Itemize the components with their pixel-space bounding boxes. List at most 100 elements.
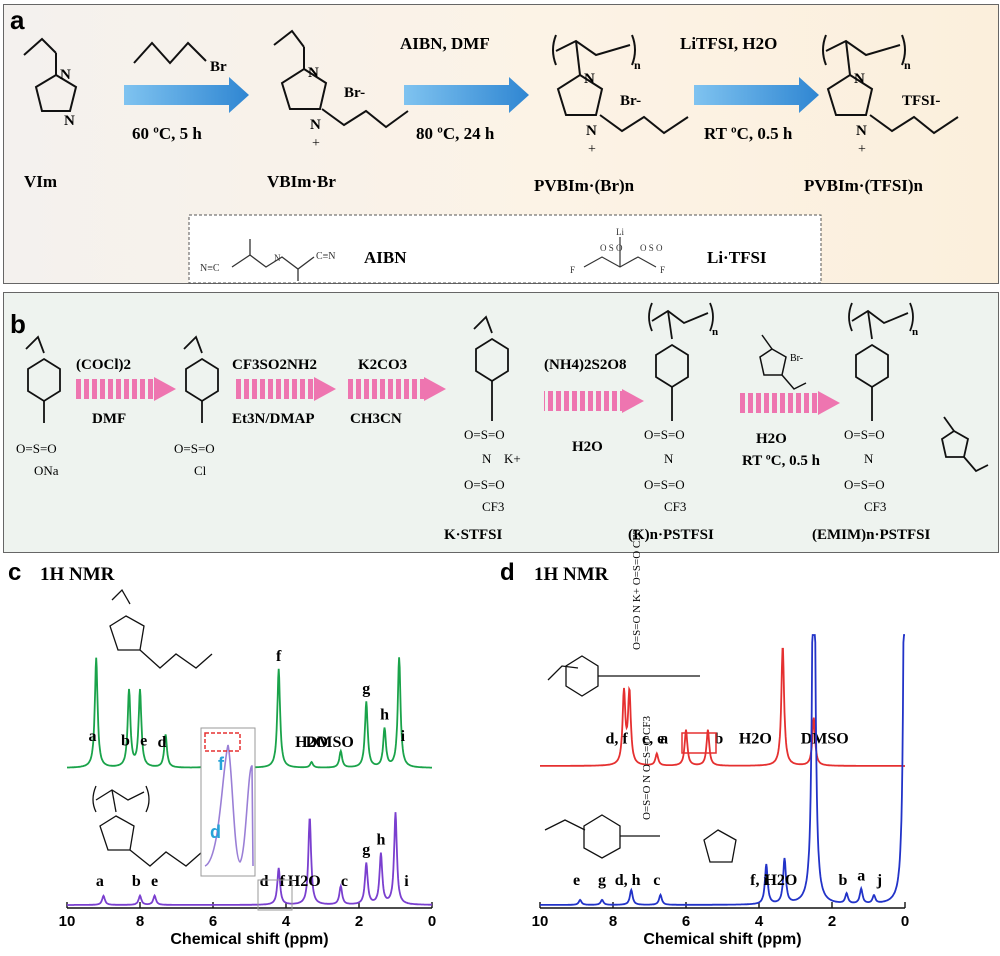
svg-text:N: N [274,253,281,263]
peak-label: j [876,872,882,889]
step2-bottom: 80 ºC, 24 h [416,124,495,143]
svg-text:O=S=O: O=S=O [644,427,685,442]
svg-text:Br-: Br- [790,353,803,364]
arrow-step1 [124,77,249,113]
svg-text:+: + [312,136,320,151]
svg-text:n: n [912,326,918,338]
k-counter: K+ [504,451,521,466]
peak-label: d, f [606,731,629,748]
peak-label: i [404,873,409,890]
ss-na-structure [25,335,61,423]
x-tick-label: 2 [828,913,836,930]
x-tick-label: 8 [609,913,617,930]
svg-text:N: N [64,113,75,129]
svg-text:N: N [664,451,674,466]
panel-a-scheme: a NN VIm Br 60 ºC, 5 h NN + Br- VBIm·Br … [10,5,959,284]
svg-text:O=S=O: O=S=O [844,427,885,442]
bstep2-top: CF3SO2NH2 [232,357,317,373]
arrow-step2 [404,77,529,113]
counterion-1: Br- [344,85,365,101]
step3-bottom: RT ºC, 0.5 h [704,124,793,143]
peak-label: d, h [615,872,641,889]
peak-label: b [121,733,130,750]
peak-label: h [376,832,385,849]
arrow-bstep2 [314,377,336,401]
peak-label: c, e [642,731,664,748]
svg-text:O S O: O S O [600,243,623,253]
panel-label-a: a [10,5,25,35]
x-tick-label: 4 [282,913,291,930]
spectrum-line-1 [540,647,905,767]
svg-text:Li: Li [616,227,624,237]
peak-label: f [276,648,282,665]
svg-text:O=S=O: O=S=O [464,477,505,492]
x-axis-label: Chemical shift (ppm) [643,931,801,948]
arrow-bstep4 [622,389,644,413]
x-tick-label: 0 [428,913,436,930]
peak-label: h [380,707,389,724]
peak-label: g [362,680,370,697]
pvbim-br-structure [552,34,689,135]
bstep4-top: (NH4)2S2O8 [544,357,627,373]
svg-text:O=S=O: O=S=O [16,441,57,456]
svg-text:O=S=O N K+ O=S=O CF3: O=S=O N K+ O=S=O CF3 [631,529,643,650]
litfsi-label: Li·TFSI [707,248,767,267]
svg-text:n: n [634,58,641,72]
chart-d-molecule-bottom [544,814,737,863]
svg-text:ONa: ONa [34,463,59,478]
peak-label: g [362,842,370,859]
peak-label: H2O [288,873,321,890]
peak-label: b [714,731,723,748]
peak-label: a [89,728,97,745]
spectrum-line-2 [540,634,905,906]
peak-label: DMSO [306,734,354,751]
chart-c-zoom-box [204,732,241,752]
compound-vim: VIm [24,172,57,191]
litfsi-structure [583,237,657,268]
reagent-inset-box [188,214,822,284]
svg-text:n: n [712,326,718,338]
svg-text:N: N [856,123,867,139]
svg-text:O=S=O N O=S=O CF3: O=S=O N O=S=O CF3 [641,716,653,820]
counterion-3: TFSI- [902,93,940,109]
svg-text:+: + [858,142,866,157]
svg-text:N: N [308,65,319,81]
svg-text:F: F [660,265,665,275]
peak-label: i [401,728,406,745]
svg-text:CF3: CF3 [664,499,686,514]
svg-text:n: n [904,58,911,72]
peak-label: b [838,872,847,889]
svg-text:O=S=O: O=S=O [464,427,505,442]
bstep1-top: (COCl)2 [76,357,131,373]
peak-label: d [260,873,269,890]
compound-emim-pstfsi: (EMIM)n·PSTFSI [812,527,931,543]
peak-label: f, i [750,872,768,889]
peak-label: e [151,873,158,890]
kstfsi-structure [473,315,509,421]
peak-label: a [96,873,104,890]
x-tick-label: 2 [355,913,363,930]
vbim-structure [273,29,409,129]
peak-label: H2O [764,872,797,889]
bstep3-bottom: CH3CN [350,411,402,427]
chart-c-molecule-top [109,588,213,669]
svg-text:CF3: CF3 [482,499,504,514]
peak-label: g [598,872,606,889]
step1-condition: 60 ºC, 5 h [132,124,202,143]
chart-c-title: 1H NMR [40,564,115,585]
arrow-step3 [694,77,819,113]
chart-c-inset [200,727,256,877]
svg-text:F: F [570,265,575,275]
x-tick-label: 8 [136,913,144,930]
x-tick-label: 10 [532,913,549,930]
compound-kpstfsi: (K)n·PSTFSI [628,527,714,543]
compound-pvbim-tfsi: PVBIm·(TFSI)n [804,176,924,195]
step2-top: AIBN, DMF [400,34,490,53]
bstep2-bottom: Et3N/DMAP [232,411,315,427]
emim-pstfsi-structure [848,302,989,473]
svg-text:N: N [60,67,71,83]
peak-label: H2O [295,734,328,751]
